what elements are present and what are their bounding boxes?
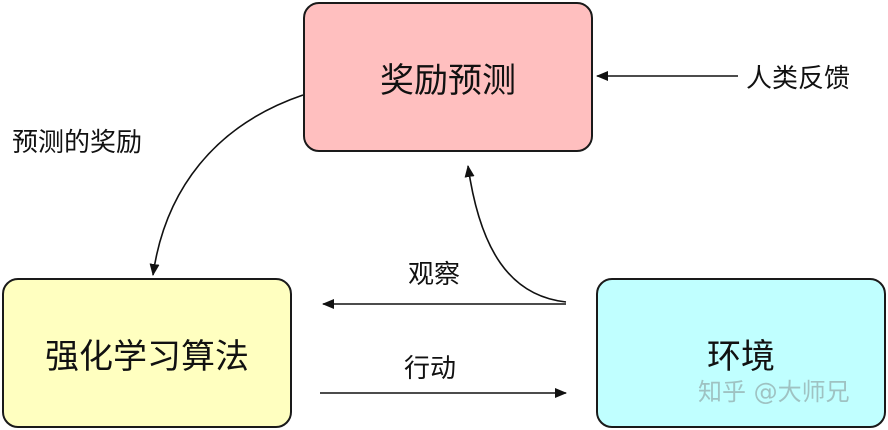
node-environment-label: 环境 <box>707 336 775 377</box>
node-rl-algorithm-label: 强化学习算法 <box>45 336 249 377</box>
edge-label-observation: 观察 <box>408 260 461 290</box>
edge-label-action: 行动 <box>404 354 457 384</box>
edge-label-predicted-reward: 预测的奖励 <box>12 128 143 158</box>
node-environment: 环境 <box>596 278 886 428</box>
watermark: 知乎 @大师兄 <box>698 378 850 406</box>
node-rl-algorithm: 强化学习算法 <box>2 278 292 428</box>
node-reward-prediction-label: 奖励预测 <box>380 60 516 101</box>
node-reward-prediction: 奖励预测 <box>303 2 593 152</box>
arrow-observation-to-reward <box>464 165 567 303</box>
edge-label-human-feedback: 人类反馈 <box>746 64 851 94</box>
arrow-predicted-reward <box>149 94 304 276</box>
